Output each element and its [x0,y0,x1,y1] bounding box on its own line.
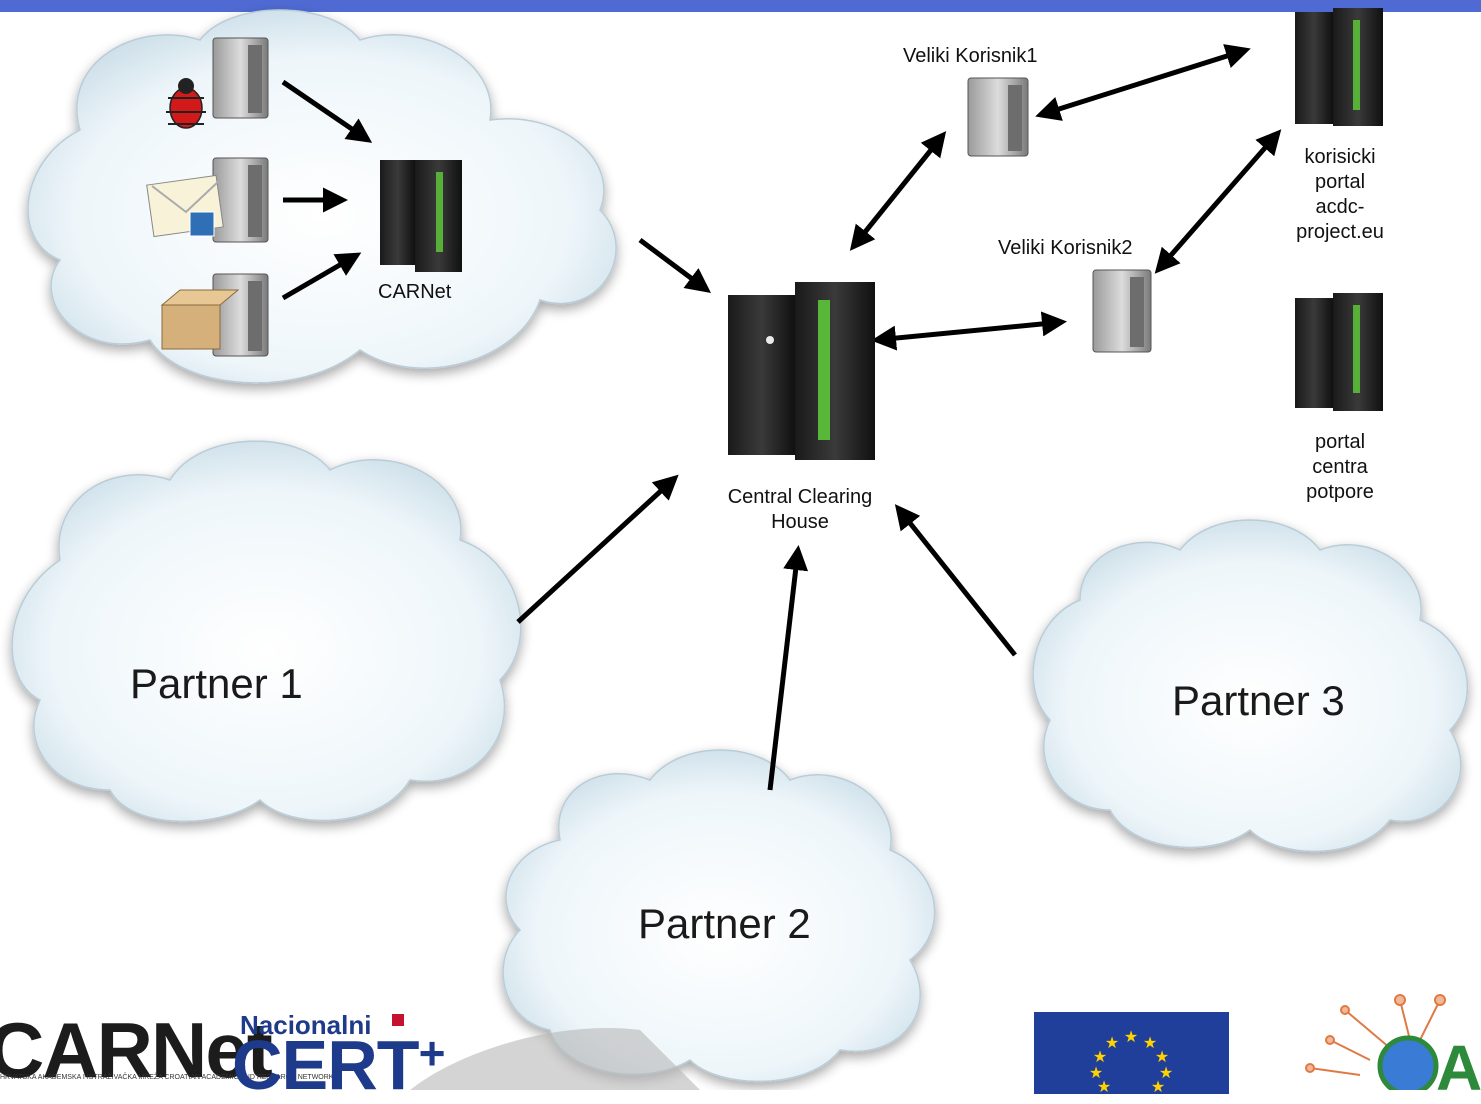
server-vk2 [1092,269,1152,353]
label-veliki-korisnik2: Veliki Korisnik2 [998,237,1133,259]
arrow-carnet-to-cch [638,237,712,293]
arrow-bug-to-carnet [281,79,373,143]
svg-text:★: ★ [1124,1027,1138,1046]
label-partner-3: Partner 3 [1172,677,1345,724]
carnet-logo: CARNet [0,1006,273,1094]
package-icon [160,289,240,350]
label-partner-2: Partner 2 [638,900,811,947]
cert-logo-text: CERT [232,1026,420,1104]
cloud-partner-1 [11,440,522,823]
cloud-partner-3 [1032,519,1469,853]
server-carnet [380,160,462,272]
decorative-wedge [410,1028,700,1090]
svg-text:★: ★ [1097,1077,1111,1094]
acdc-logo-network [1305,994,1446,1090]
svg-text:★: ★ [1093,1047,1107,1066]
server-portal-centra [1295,293,1383,411]
portal-centra-line-2: centra [1312,456,1368,478]
server-bug [212,37,269,119]
arrow-cch-vk2 [871,311,1067,351]
svg-text:★: ★ [1159,1063,1173,1082]
server-mail [212,157,269,243]
portal-korisnicki-line-4: project.eu [1296,221,1384,243]
label-veliki-korisnik1: Veliki Korisnik1 [903,45,1038,67]
arrows [281,44,1282,791]
arrow-p1-to-cch [516,474,679,624]
mail-icon [146,174,224,238]
acdc-logo-text: AC [1436,1032,1481,1104]
cloud-partner-2 [502,749,936,1083]
portal-korisnicki-line-1: korisicki [1304,146,1376,168]
arrow-p3-to-cch [894,504,1017,657]
arrow-p2-to-cch [767,545,809,791]
cert-logo: CERT+ [232,1026,445,1104]
cloud-carnet [27,9,617,384]
svg-text:★: ★ [1089,1063,1103,1082]
label-partner-1: Partner 1 [130,660,303,707]
label-portal-centra: portal centra potpore [1280,430,1400,505]
arrow-package-to-carnet [281,252,362,301]
server-vk1 [967,77,1029,157]
server-portal-korisnicki [1295,8,1383,126]
cert-logo-square [392,1014,404,1026]
svg-text:★: ★ [1151,1077,1165,1094]
arrow-vk2-portal [1154,129,1282,274]
label-carnet: CARNet [378,281,452,303]
bug-icon [166,78,206,129]
server-package [212,273,269,357]
svg-text:★: ★ [1105,1033,1119,1052]
arrow-vk1-portal [1035,44,1251,121]
portal-centra-line-1: portal [1314,431,1366,453]
cert-logo-top: Nacionalni [240,1010,372,1040]
portal-korisnicki-line-3: acdc- [1315,196,1365,218]
server-central-clearing-house [728,282,875,460]
top-bar [0,0,1481,12]
label-central-clearing-house: Central Clearing House [727,486,873,533]
label-portal-korisnicki: korisicki portal acdc- project.eu [1280,145,1400,245]
carnet-logo-subtitle: HRVATSKA AKADEMSKA I ISTRAŽIVAČKA MREŽA … [0,1074,334,1081]
arrow-cch-vk1 [849,131,947,251]
portal-centra-line-3: potpore [1306,481,1374,503]
portal-korisnicki-line-2: portal [1314,171,1366,193]
eu-flag: ★ ★ ★ ★ ★ ★ ★ ★ ★ [1034,1012,1229,1094]
eu-stars: ★ ★ ★ ★ ★ ★ ★ ★ ★ [1089,1027,1173,1094]
svg-text:★: ★ [1143,1033,1157,1052]
svg-text:★: ★ [1155,1047,1169,1066]
